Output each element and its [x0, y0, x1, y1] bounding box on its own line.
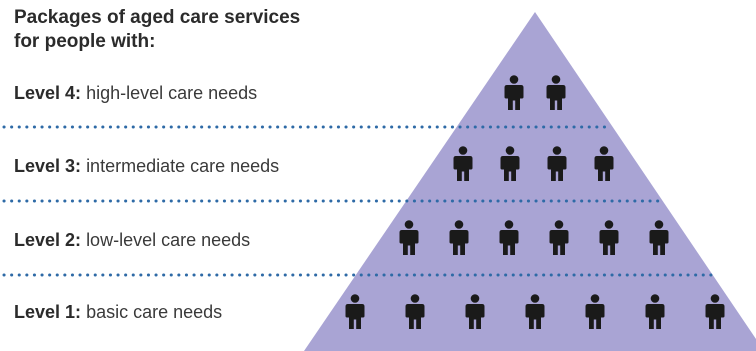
- heading-line-1: Packages of aged care services: [14, 7, 301, 28]
- level-2-label: Level 2: low-level care needs: [14, 229, 250, 251]
- heading-line-2: for people with:: [14, 31, 156, 52]
- diagram-heading: Packages of aged care services for peopl…: [14, 6, 300, 54]
- level-1-description: basic care needs: [86, 302, 223, 322]
- level-3-name: Level 3:: [14, 156, 82, 176]
- level-3-description: intermediate care needs: [86, 156, 280, 176]
- level-2-name: Level 2:: [14, 230, 82, 250]
- level-4-label: Level 4: high-level care needs: [14, 82, 257, 104]
- level-3-label: Level 3: intermediate care needs: [14, 155, 279, 177]
- pyramid-shape: [304, 12, 756, 351]
- level-2-description: low-level care needs: [86, 230, 251, 250]
- level-1-name: Level 1:: [14, 302, 82, 322]
- level-1-label: Level 1: basic care needs: [14, 301, 222, 323]
- level-4-description: high-level care needs: [86, 83, 258, 103]
- level-4-name: Level 4:: [14, 83, 82, 103]
